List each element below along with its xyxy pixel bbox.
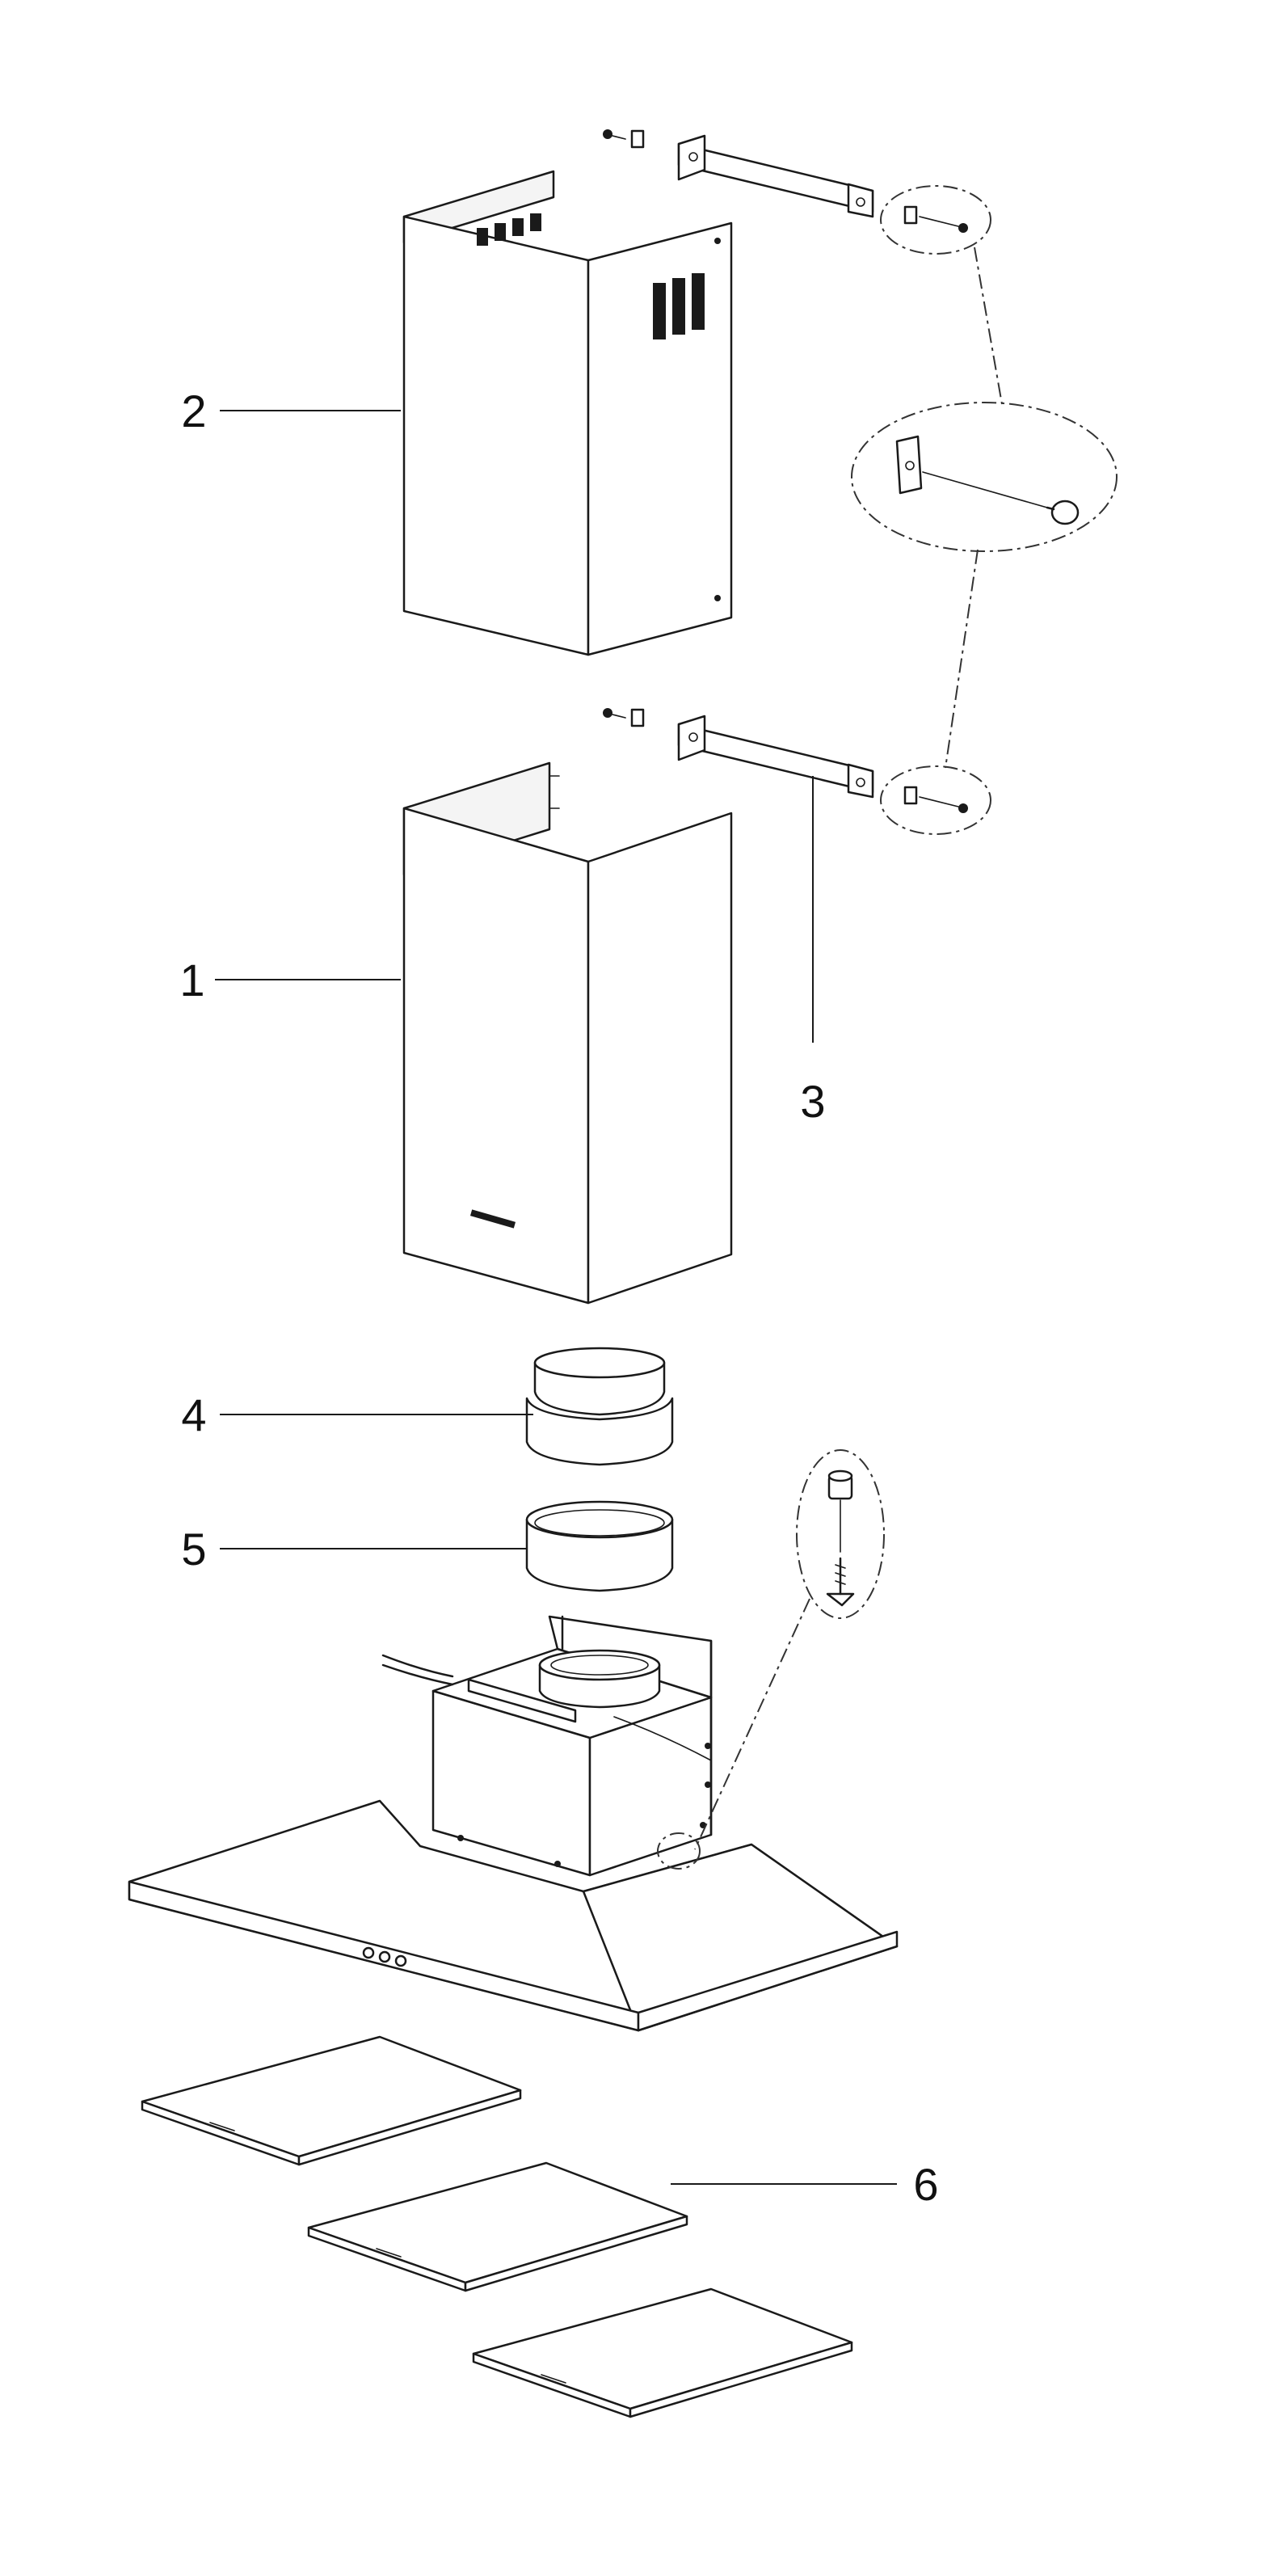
lower-chimney-front-face (402, 807, 590, 1305)
screw-detail (657, 1449, 885, 1870)
callout-label-6: 6 (913, 2159, 938, 2210)
motor-housing (381, 1615, 713, 1877)
upper-chimney-vents (477, 213, 705, 339)
callout-label-4: 4 (181, 1389, 206, 1440)
grease-filter-2 (307, 2161, 688, 2292)
upper-chimney-side-face (587, 221, 733, 656)
screw-detail-connector (694, 1598, 810, 1850)
grease-filter-1 (141, 2035, 522, 2166)
callout-2: 2 (181, 386, 401, 436)
duct-reducer-collar (525, 1347, 674, 1466)
control-buttons (362, 1946, 407, 1967)
detail-connector-lower (945, 549, 979, 769)
control-board (467, 1678, 577, 1723)
callout-label-1: 1 (179, 955, 204, 1006)
callout-6: 6 (671, 2159, 939, 2210)
clip-detail-bottom (880, 765, 991, 835)
fan-speed-button-icon (378, 1950, 391, 1963)
brand-badge (469, 1209, 516, 1229)
screw-icon (826, 1557, 855, 1607)
callout-label-2: 2 (181, 386, 206, 436)
upper-chimney-front-face (402, 215, 590, 656)
callout-label-5: 5 (181, 1524, 206, 1575)
callout-4: 4 (181, 1389, 533, 1440)
lower-chimney-cover (402, 761, 733, 1305)
callout-label-3: 3 (800, 1076, 825, 1127)
screw-icon (603, 708, 626, 719)
power-cord (381, 1654, 454, 1678)
light-button-icon (394, 1954, 407, 1967)
duct-ring-collar (525, 1500, 674, 1592)
detail-connector-upper (974, 247, 1003, 405)
clip-detail-large (851, 402, 1118, 552)
lower-mounting-bracket (603, 708, 874, 799)
upper-chimney-cover (402, 170, 733, 656)
callout-3: 3 (800, 776, 826, 1127)
callout-1: 1 (179, 955, 401, 1006)
screw-icon (1046, 500, 1080, 525)
screw-icon (603, 129, 626, 140)
motor-outlet-collar (538, 1649, 661, 1709)
lower-chimney-side-face (587, 812, 733, 1305)
wall-plug-icon (630, 708, 645, 727)
grease-filter-3 (472, 2287, 853, 2418)
canopy-side-edge (637, 1930, 899, 2032)
clip-detail-top (880, 185, 991, 255)
spring-clip-icon (895, 435, 923, 495)
wall-plug-icon (630, 129, 645, 149)
upper-mounting-bracket (603, 129, 874, 218)
canopy-right-slope (582, 1843, 899, 2032)
nut-icon (827, 1469, 853, 1500)
power-button-icon (362, 1946, 375, 1959)
hood-canopy (128, 1799, 899, 2032)
callout-5: 5 (181, 1524, 527, 1575)
